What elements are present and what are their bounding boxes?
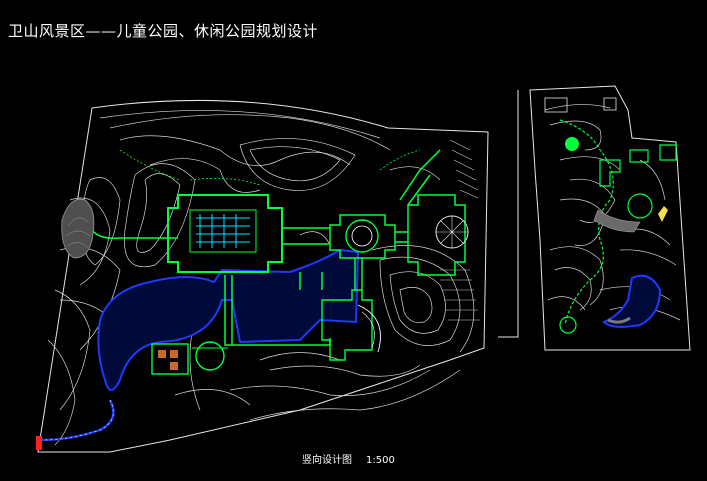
lower-plaza [321,289,381,361]
right-site-boundary [529,85,691,351]
stream [41,399,115,442]
drawing-label: 竖向设计图 [302,455,352,466]
round-plaza [329,214,396,259]
drawing-title: 卫山风景区——儿童公园、休闲公园规划设计 [8,22,319,40]
terrace-steps [440,139,480,321]
left-contour-lines [47,110,475,446]
right-park [498,85,691,351]
left-site-boundary [37,99,489,453]
fountain-plaza [167,194,283,273]
stone-fan [593,209,641,233]
right-paved-areas [559,144,677,334]
right-park-stub [498,90,519,338]
right-pond [602,274,662,328]
radial-plaza [407,194,469,276]
left-park [36,99,489,453]
green-tree-circle [565,137,579,151]
yellow-feature [658,206,668,222]
red-marker [36,436,42,450]
lake-water [97,248,360,391]
right-top-structures [544,97,617,113]
scale-caption: 竖向设计图 1:500 [302,451,409,466]
stone-hill [61,198,95,259]
playground [151,341,228,375]
scale-text: 1:500 [366,455,395,466]
planting-edges [119,149,421,186]
